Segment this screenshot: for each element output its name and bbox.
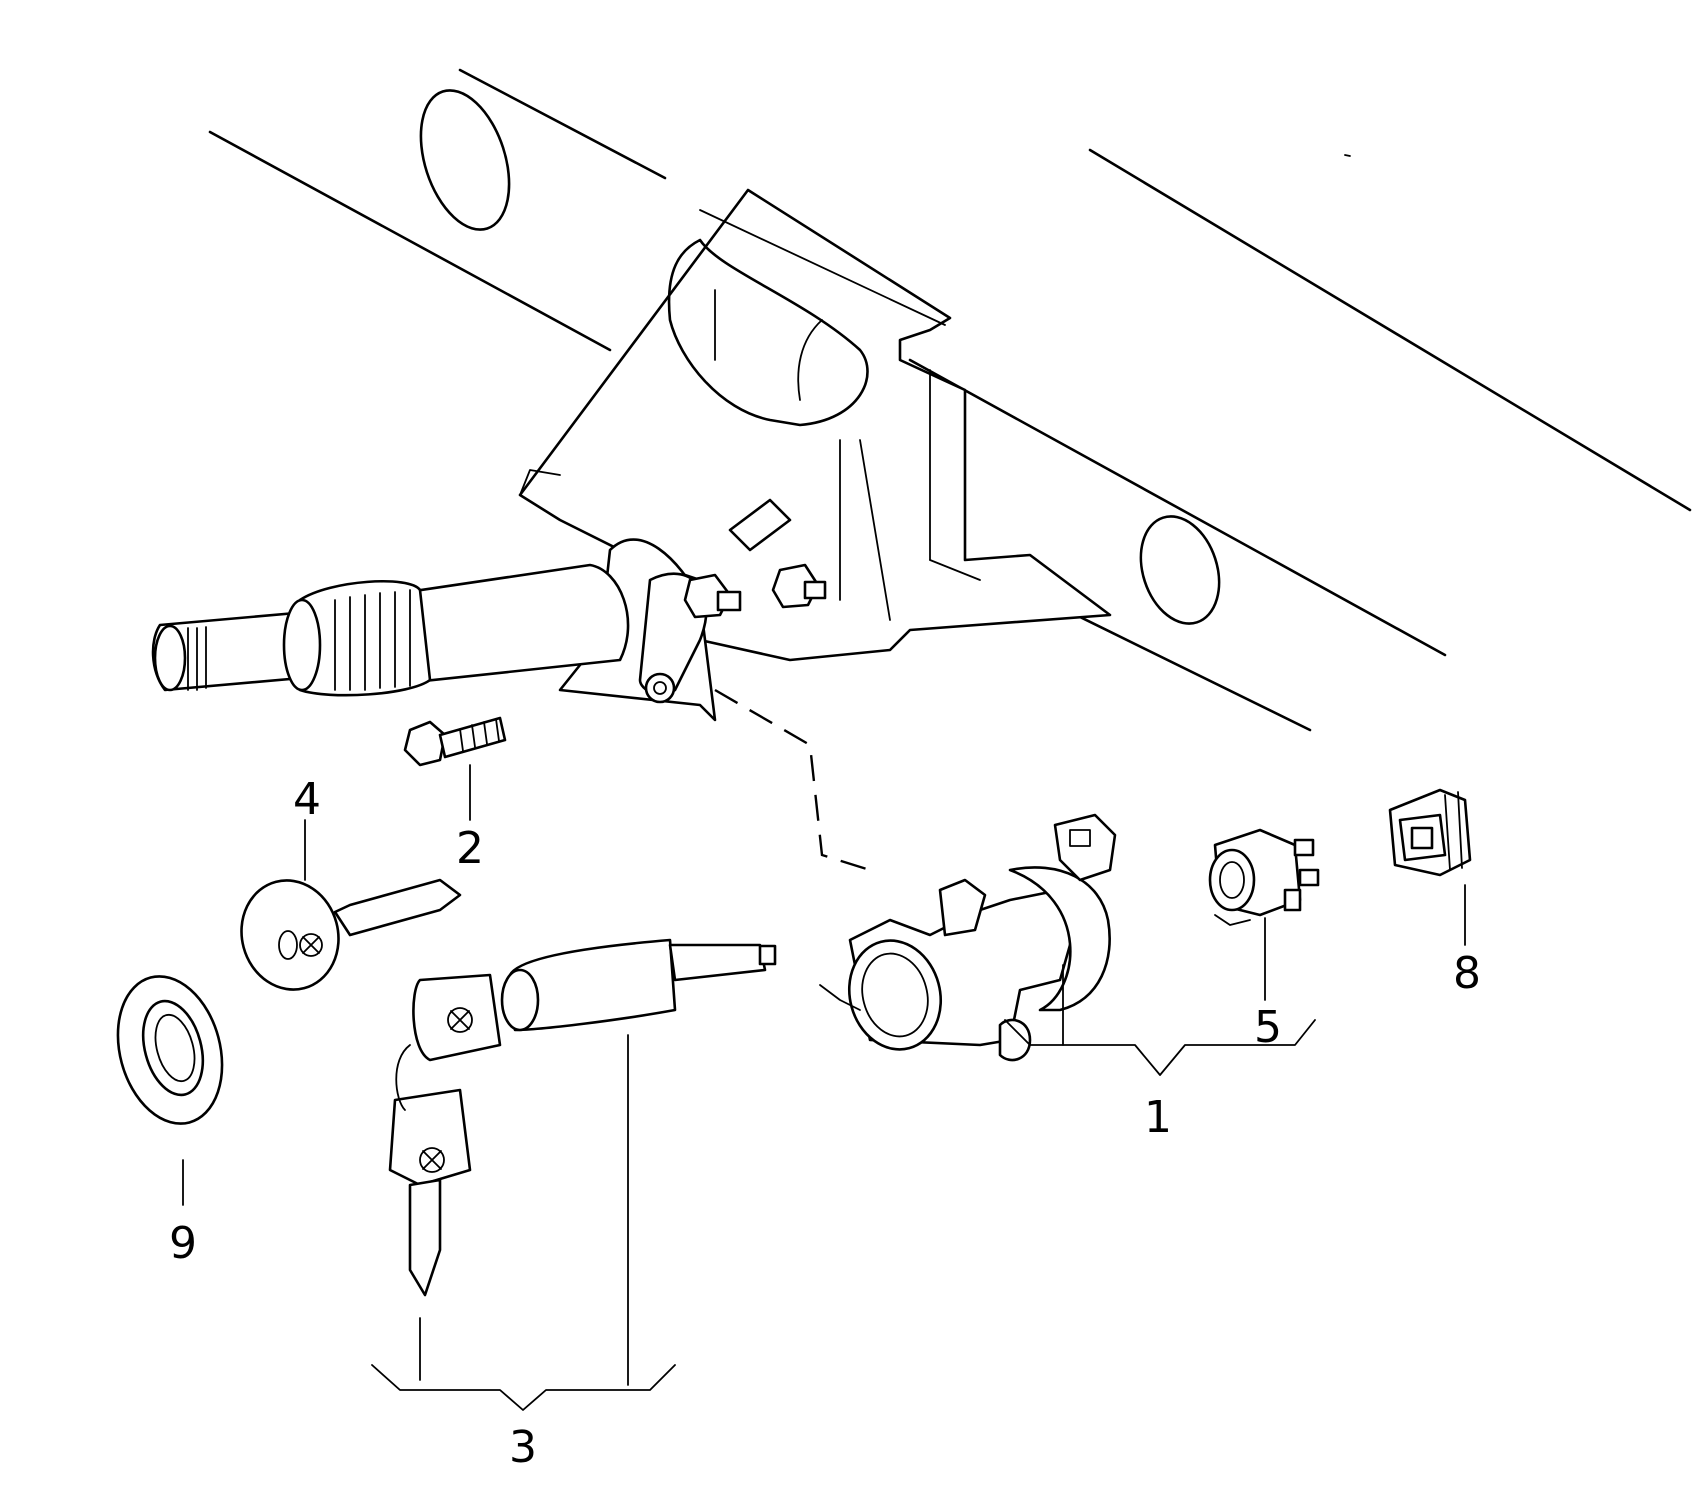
bolt-part	[403, 716, 507, 821]
connector-plug-part	[1388, 788, 1472, 946]
callout-number-1: 1	[1144, 1092, 1172, 1143]
callout-number-8: 8	[1453, 948, 1481, 999]
trim-ring-part	[116, 975, 224, 1206]
dashboard-panel	[208, 68, 1692, 732]
steering-column-bracket	[518, 188, 1112, 662]
callout-number-9: 9	[169, 1218, 197, 1269]
callout-number-2: 2	[456, 823, 484, 874]
steering-column	[151, 538, 827, 722]
callout-number-5: 5	[1254, 1002, 1282, 1053]
assembly-leader-line	[714, 688, 871, 872]
callout-number-4: 4	[293, 774, 321, 825]
callout-number-3: 3	[509, 1422, 537, 1473]
key-blank-part	[240, 819, 462, 991]
ignition-switch-part	[1208, 828, 1320, 1001]
ignition-lock-housing-part	[819, 813, 1316, 1076]
lock-cylinder-with-keys-part	[371, 938, 777, 1411]
